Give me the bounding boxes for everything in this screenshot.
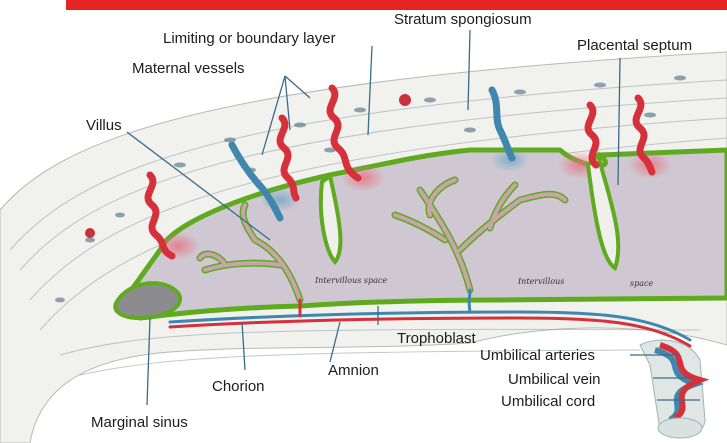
header-bar: [66, 0, 727, 10]
label-umbilical-vein: Umbilical vein: [508, 371, 601, 388]
label-umbilical-cord: Umbilical cord: [501, 393, 595, 410]
label-stratum-spongiosum: Stratum spongiosum: [394, 11, 532, 28]
label-umbilical-arteries: Umbilical arteries: [480, 347, 595, 364]
vessel-section: [399, 94, 411, 106]
intervillous-space-label: space: [630, 279, 653, 288]
label-chorion: Chorion: [212, 378, 265, 395]
label-amnion: Amnion: [328, 362, 379, 379]
vessel-section: [85, 228, 95, 238]
intervillous-space-label: Intervillous: [517, 277, 564, 286]
label-maternal-vessels: Maternal vessels: [132, 60, 245, 77]
label-trophoblast: Trophoblast: [397, 330, 476, 347]
label-villus: Villus: [86, 117, 122, 134]
label-placental-septum: Placental septum: [577, 37, 692, 54]
label-limiting-layer: Limiting or boundary layer: [163, 30, 336, 47]
label-marginal-sinus: Marginal sinus: [91, 414, 188, 431]
intervillous-space-label: Intervillous space: [314, 276, 387, 285]
